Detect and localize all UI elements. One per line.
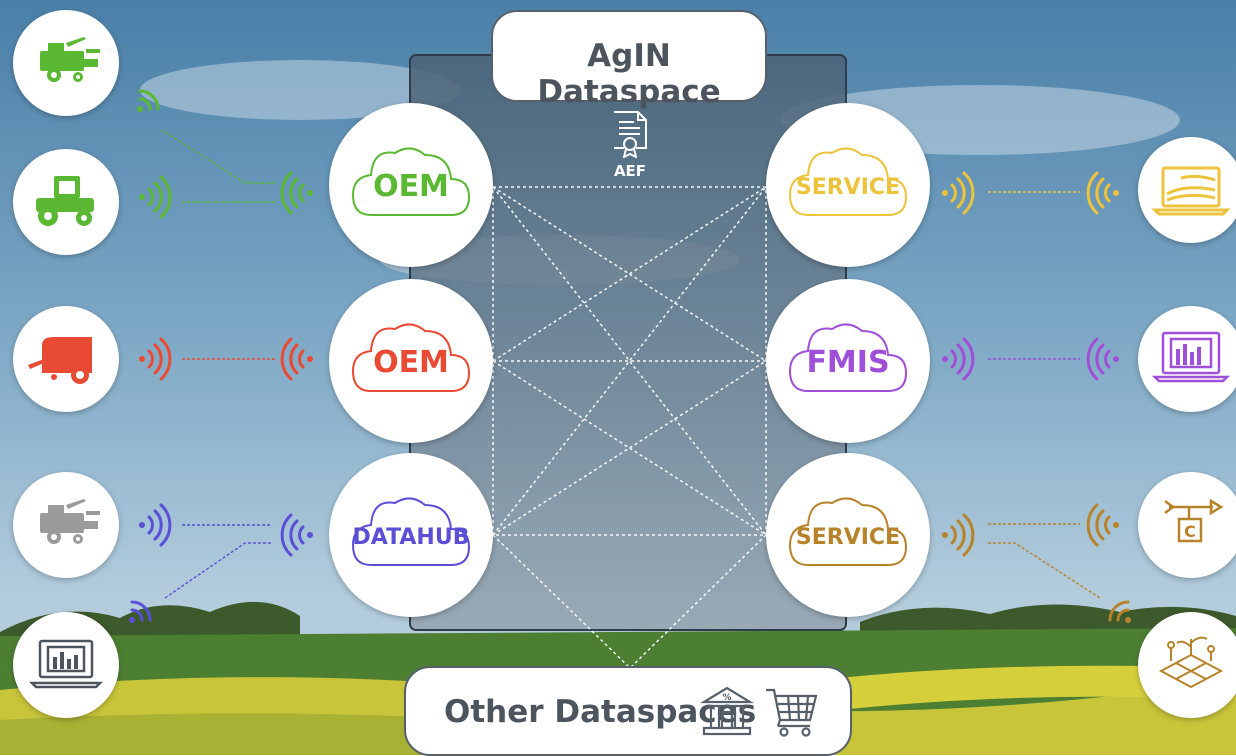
field-map-icon	[1158, 636, 1224, 689]
certificate-icon	[614, 111, 647, 159]
node-oem-red: OEM	[329, 279, 493, 443]
service-label: SERVICE	[795, 525, 901, 550]
fmis-label: FMIS	[806, 345, 890, 380]
other-dataspaces-label: Other Dataspaces	[444, 694, 757, 730]
svg-text:C: C	[1184, 522, 1196, 541]
device-tractor-green	[13, 149, 119, 255]
baler-icon	[28, 337, 92, 384]
device-field-map	[1138, 612, 1236, 718]
dataspace-title: AgIN Dataspace	[537, 38, 721, 110]
cloud-icon	[351, 147, 471, 216]
laptop-chart-icon	[28, 639, 104, 689]
laptop-field-icon	[1151, 166, 1231, 216]
laptop-chart-icon	[1151, 331, 1231, 383]
combine-harvester-icon	[40, 37, 100, 82]
device-laptop-purple	[1138, 306, 1236, 412]
other-dataspaces-box: Other Dataspaces %	[404, 666, 852, 756]
oem-label: OEM	[373, 169, 449, 204]
datahub-label: DATAHUB	[352, 525, 470, 550]
dataspace-title-box: AgIN Dataspace	[491, 10, 767, 110]
aef-certificate: AEF	[606, 110, 654, 180]
weather-station-icon: C	[1164, 498, 1224, 543]
bank-icon: %	[700, 686, 754, 736]
cloud-icon	[788, 497, 908, 566]
device-baler-red	[13, 306, 119, 412]
device-laptop-dark	[13, 612, 119, 718]
node-service-yellow: SERVICE	[766, 103, 930, 267]
shopping-cart-icon	[766, 688, 818, 737]
node-fmis: FMIS	[766, 279, 930, 443]
cloud-icon	[788, 147, 908, 216]
node-service-brown: SERVICE	[766, 453, 930, 617]
cloud-icon	[788, 323, 908, 392]
aef-label: AEF	[613, 162, 647, 180]
device-combine-green	[13, 10, 119, 116]
node-datahub: DATAHUB	[329, 453, 493, 617]
cloud-icon	[351, 497, 471, 566]
oem-label: OEM	[373, 345, 449, 380]
cloud-icon	[351, 323, 471, 392]
service-label: SERVICE	[795, 175, 901, 200]
node-oem-green: OEM	[329, 103, 493, 267]
svg-text:%: %	[722, 693, 731, 703]
device-weather-station: C	[1138, 472, 1236, 578]
device-laptop-yellow	[1138, 137, 1236, 243]
combine-harvester-icon	[40, 499, 100, 544]
device-combine-gray	[13, 472, 119, 578]
tractor-icon	[36, 176, 94, 226]
